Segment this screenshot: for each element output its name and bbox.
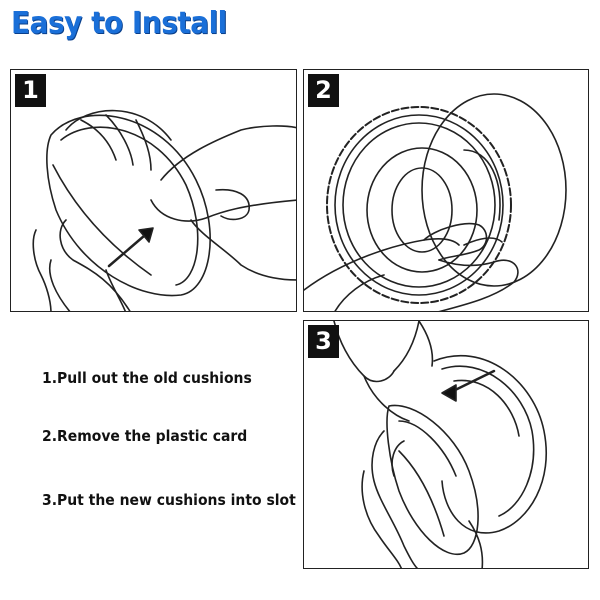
hand-inserting-cushion-illustration [333,321,548,568]
instruction-step-1: 1.Pull out the old cushions [42,369,252,387]
instruction-step-2: 2.Remove the plastic card [42,427,248,445]
hand-pulling-cushion-illustration [32,109,296,311]
step-number-badge: 2 [308,74,339,107]
step-number-badge: 3 [308,325,339,358]
hand-removing-plastic-card-illustration [304,93,567,311]
step-3-illustration-panel: 3 [303,320,589,569]
page-title: Easy to Install [11,6,227,41]
step-number-badge: 1 [15,74,46,107]
step-1-illustration-panel: 1 [10,69,297,312]
instruction-step-3: 3.Put the new cushions into slot [42,491,296,509]
step-2-illustration-panel: 2 [303,69,589,312]
